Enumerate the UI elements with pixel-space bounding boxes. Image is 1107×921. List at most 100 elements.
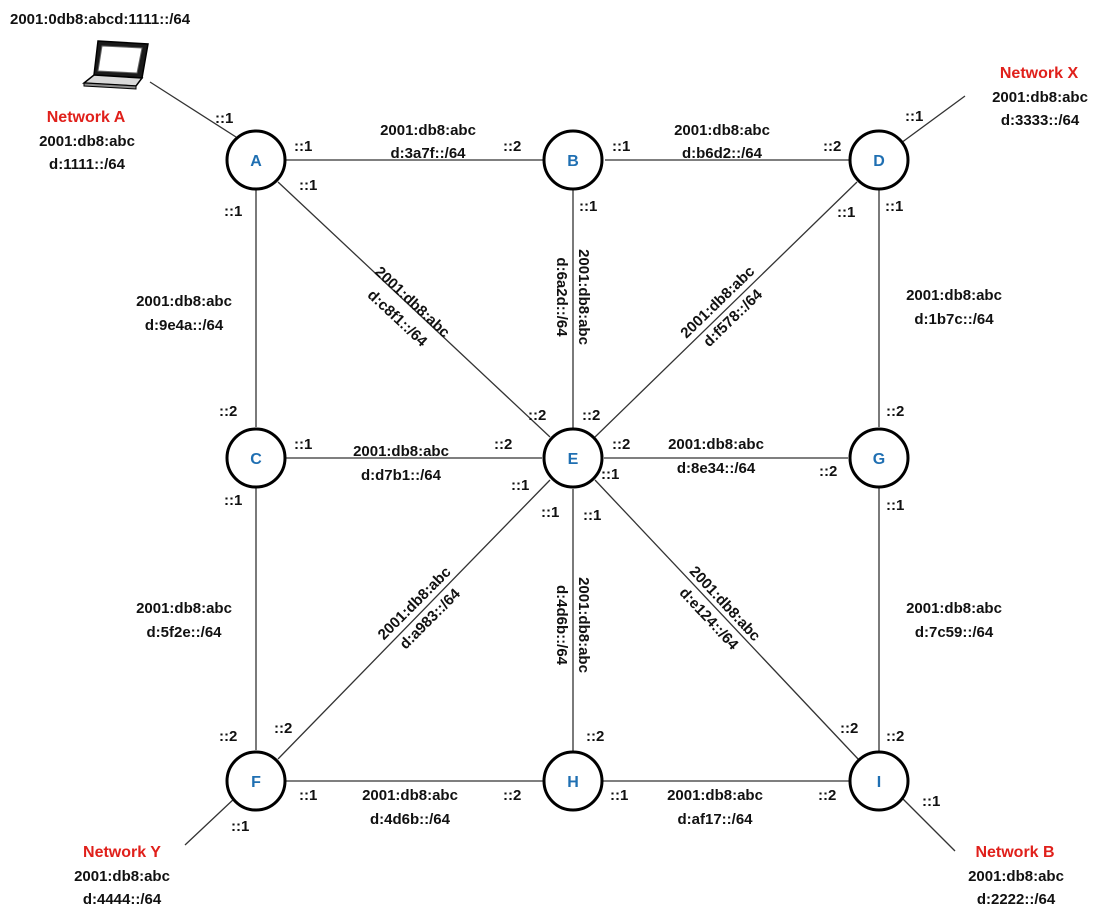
link-cf-prefix-line1: 2001:db8:abc xyxy=(136,600,232,617)
iface-h-to-f: ::2 xyxy=(503,787,521,804)
network-a-line2: d:1111::/64 xyxy=(49,156,126,173)
link-cf-prefix-line2: d:5f2e::/64 xyxy=(146,624,222,641)
iface-g-to-e: ::2 xyxy=(819,463,837,480)
link-eg-prefix-line2: d:8e34::/64 xyxy=(677,460,756,477)
link-ab-prefix-line2: d:3a7f::/64 xyxy=(390,145,466,162)
node-e[interactable]: E xyxy=(542,427,604,489)
node-c-label: C xyxy=(250,451,262,468)
iface-a-to-e: ::1 xyxy=(299,177,317,194)
link-eh-prefix-line1: 2001:db8:abc xyxy=(575,577,592,673)
link-fh-prefix-line2: d:4d6b::/64 xyxy=(370,811,451,828)
iface-f-to-c: ::2 xyxy=(219,728,237,745)
nodes: A B D C E G F H xyxy=(225,129,910,812)
link-be-prefix-line1: 2001:db8:abc xyxy=(575,249,592,345)
node-e-label: E xyxy=(568,451,579,468)
iface-g-to-i: ::1 xyxy=(886,497,904,514)
top-prefix-label: 2001:0db8:abcd:1111::/64 xyxy=(10,11,191,28)
iface-e-to-a: ::2 xyxy=(528,407,546,424)
iface-a-to-c: ::1 xyxy=(224,203,242,220)
iface-f-to-e: ::2 xyxy=(274,720,292,737)
link-be-prefix-line2: d:6a2d::/64 xyxy=(553,257,570,337)
iface-e-to-i-upper: ::1 xyxy=(601,466,619,483)
interface-labels: ::1 ::1 ::1 ::1 ::2 ::1 ::1 ::2 ::1 ::1 … xyxy=(215,108,940,835)
network-y-line1: 2001:db8:abc xyxy=(74,868,170,885)
link-hi-prefix-line2: d:af17::/64 xyxy=(677,811,753,828)
node-h-label: H xyxy=(567,774,579,791)
link-laptop-a xyxy=(149,81,237,138)
link-bd-prefix-line2: d:b6d2::/64 xyxy=(682,145,763,162)
link-ce-prefix-line2: d:d7b1::/64 xyxy=(361,467,442,484)
network-x-name: Network X xyxy=(1000,65,1079,82)
link-eh-prefix-line2: d:4d6b::/64 xyxy=(553,585,570,666)
iface-b-to-a: ::2 xyxy=(503,138,521,155)
iface-d-to-g: ::1 xyxy=(885,198,903,215)
link-hi-prefix-line1: 2001:db8:abc xyxy=(667,787,763,804)
iface-i-to-h: ::2 xyxy=(818,787,836,804)
link-gi-prefix-line2: d:7c59::/64 xyxy=(915,624,994,641)
node-a[interactable]: A xyxy=(225,129,287,191)
link-d-network-x xyxy=(900,95,966,144)
iface-h-to-e: ::2 xyxy=(586,728,604,745)
node-a-label: A xyxy=(250,153,262,170)
link-ce-prefix-line1: 2001:db8:abc xyxy=(353,443,449,460)
iface-d-to-b: ::2 xyxy=(823,138,841,155)
network-a-line1: 2001:db8:abc xyxy=(39,133,135,150)
iface-g-to-d: ::2 xyxy=(886,403,904,420)
iface-c-to-e: ::1 xyxy=(294,436,312,453)
node-f[interactable]: F xyxy=(225,750,287,812)
node-d[interactable]: D xyxy=(848,129,910,191)
node-i-label: I xyxy=(877,774,881,791)
network-b-name: Network B xyxy=(975,844,1054,861)
network-labels: 2001:0db8:abcd:1111::/64 Network A 2001:… xyxy=(10,11,1088,908)
iface-d-to-e: ::1 xyxy=(837,204,855,221)
link-dg-prefix-line1: 2001:db8:abc xyxy=(906,287,1002,304)
link-gi-prefix-line1: 2001:db8:abc xyxy=(906,600,1002,617)
link-dg-prefix-line2: d:1b7c::/64 xyxy=(914,311,994,328)
link-fh-prefix-line1: 2001:db8:abc xyxy=(362,787,458,804)
network-b-line2: d:2222::/64 xyxy=(977,891,1056,908)
iface-c-to-a: ::2 xyxy=(219,403,237,420)
network-y-name: Network Y xyxy=(83,844,161,861)
iface-i-to-g: ::2 xyxy=(886,728,904,745)
node-b-label: B xyxy=(567,153,579,170)
iface-e-to-h: ::1 xyxy=(541,504,559,521)
network-b-line1: 2001:db8:abc xyxy=(968,868,1064,885)
network-y-line2: d:4444::/64 xyxy=(83,891,162,908)
link-eg-prefix-line1: 2001:db8:abc xyxy=(668,436,764,453)
node-h[interactable]: H xyxy=(542,750,604,812)
node-i[interactable]: I xyxy=(848,750,910,812)
network-x-line1: 2001:db8:abc xyxy=(992,89,1088,106)
iface-c-to-f: ::1 xyxy=(224,492,242,509)
node-g[interactable]: G xyxy=(848,427,910,489)
iface-h-to-i: ::1 xyxy=(610,787,628,804)
iface-f-network-y: ::1 xyxy=(231,818,249,835)
iface-b-to-e: ::1 xyxy=(579,198,597,215)
link-bd-prefix-line1: 2001:db8:abc xyxy=(674,122,770,139)
iface-e-to-d: ::2 xyxy=(582,407,600,424)
link-i-network-b xyxy=(899,795,956,852)
network-a-name: Network A xyxy=(47,109,126,126)
iface-i-network-b: ::1 xyxy=(922,793,940,810)
laptop-icon xyxy=(82,40,149,90)
iface-d-network-x: ::1 xyxy=(905,108,923,125)
link-ab-prefix-line1: 2001:db8:abc xyxy=(380,122,476,139)
iface-f-to-h: ::1 xyxy=(299,787,317,804)
node-b[interactable]: B xyxy=(542,129,604,191)
iface-e-to-i: ::1 xyxy=(583,507,601,524)
iface-i-to-e: ::2 xyxy=(840,720,858,737)
link-e-f xyxy=(277,479,551,760)
iface-e-to-f: ::1 xyxy=(511,477,529,494)
iface-b-to-d: ::1 xyxy=(612,138,630,155)
node-c[interactable]: C xyxy=(225,427,287,489)
node-g-label: G xyxy=(873,451,885,468)
link-e-i xyxy=(594,479,860,761)
links xyxy=(149,81,966,852)
node-f-label: F xyxy=(251,774,261,791)
network-x-line2: d:3333::/64 xyxy=(1001,112,1080,129)
iface-e-to-c: ::2 xyxy=(494,436,512,453)
link-d-e xyxy=(594,181,858,438)
iface-a-to-b: ::1 xyxy=(294,138,312,155)
link-ac-prefix-line2: d:9e4a::/64 xyxy=(145,317,224,334)
link-ac-prefix-line1: 2001:db8:abc xyxy=(136,293,232,310)
link-f-network-y xyxy=(184,796,237,846)
